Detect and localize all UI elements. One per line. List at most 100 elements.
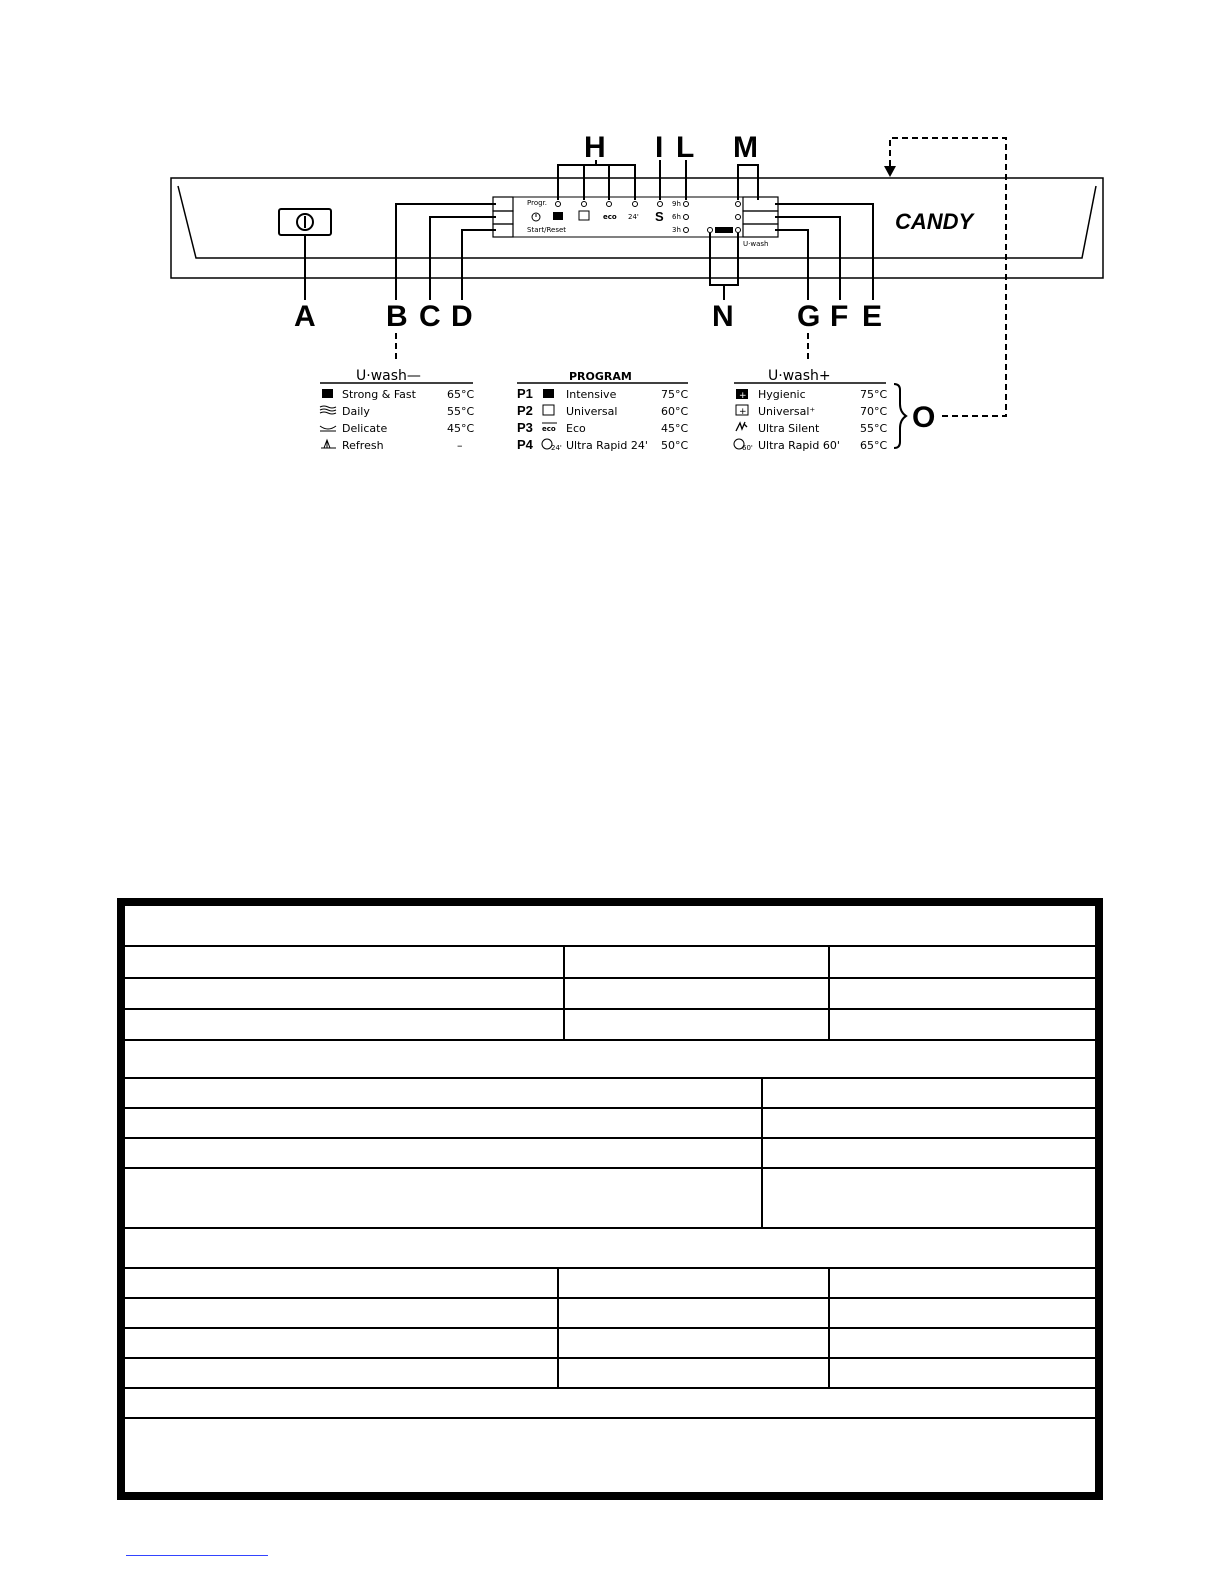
uwash-plus-row-name: Hygienic: [758, 388, 806, 401]
callout-e: E: [862, 300, 882, 333]
daily-wave-icon: [319, 405, 337, 415]
table-cell: [761, 1109, 763, 1137]
table-cell: [557, 1269, 559, 1297]
curly-brace: [893, 383, 908, 449]
uwash-plus-title: U·wash+: [768, 368, 831, 384]
callout-c: C: [419, 300, 441, 333]
uwash-minus-row-name: Daily: [342, 405, 370, 418]
power-icon: [296, 213, 314, 231]
uwash-plus-row-temp: 55°C: [860, 422, 887, 435]
uwash-plus-row-name: Ultra Silent: [758, 422, 820, 435]
footer-link[interactable]: [126, 1555, 268, 1556]
callout-d: D: [451, 300, 473, 333]
callout-l: L: [676, 131, 694, 164]
leader-lines: [304, 160, 874, 300]
table-cell: [563, 979, 565, 1008]
table-row: [125, 979, 1095, 1010]
table-cell: [761, 1139, 763, 1167]
table-cell: [828, 1359, 830, 1387]
table-cell: [557, 1329, 559, 1357]
uwash-minus-row-temp: 65°C: [447, 388, 474, 401]
program-code: P4: [517, 437, 534, 452]
eco-icon: eco: [542, 422, 557, 433]
callout-n: N: [712, 300, 734, 333]
uwash-minus-row-name: Strong & Fast: [342, 388, 417, 401]
program-row-temp: 60°C: [661, 405, 688, 418]
delay-9h: 9h: [672, 200, 681, 208]
program-table: PROGRAM P1 Intensive 75°C P2 Universal 6…: [517, 370, 688, 452]
pan-icon: [578, 210, 590, 221]
control-panel-diagram: Progr. Start/Reset eco 24' S 9h 6h 3h U·…: [170, 131, 1104, 452]
program-row-name: Universal: [566, 405, 617, 418]
uwash-option-button[interactable]: [742, 210, 779, 225]
uwash-panel-label: U·wash: [743, 240, 768, 248]
uwash-minus-button[interactable]: [742, 196, 779, 212]
delay-leds: [683, 201, 689, 233]
table-row: [125, 1359, 1095, 1389]
table-row: [125, 906, 1095, 947]
pot-icon: [543, 389, 554, 398]
uwash-minus-row-name: Delicate: [342, 422, 387, 435]
table-cell: [828, 1329, 830, 1357]
callout-b: B: [386, 300, 408, 333]
delicate-icon: [319, 425, 337, 432]
callout-m: M: [733, 131, 758, 164]
uwash-minus-row-temp: –: [457, 439, 463, 452]
callout-f: F: [830, 300, 848, 333]
program-row-temp: 45°C: [661, 422, 688, 435]
svg-text:60': 60': [742, 444, 753, 452]
svg-text:eco: eco: [542, 425, 556, 433]
table-row: [125, 1419, 1095, 1492]
callout-g: G: [797, 300, 820, 333]
uwash-plus-row-temp: 75°C: [860, 388, 887, 401]
hygienic-icon: +: [736, 389, 748, 401]
svg-text:+: +: [739, 407, 747, 417]
table-cell: [828, 1269, 830, 1297]
program-indicator-leds: [555, 201, 638, 207]
table-row: [125, 1010, 1095, 1041]
refresh-icon: [321, 438, 336, 449]
rapid-24-icon: 24': [541, 438, 562, 452]
uwash-plus-row-name: Ultra Rapid 60': [758, 439, 840, 452]
program-code: P1: [517, 386, 533, 401]
power-button[interactable]: [278, 208, 332, 236]
program-row-name: Eco: [566, 422, 586, 435]
dashed-leaders: [395, 137, 1007, 417]
universal-plus-icon: +: [735, 404, 749, 417]
table-cell: [828, 1010, 830, 1039]
program-row-temp: 75°C: [661, 388, 688, 401]
svg-text:+: +: [739, 391, 747, 401]
table-row: [125, 1229, 1095, 1269]
start-reset-label: Start/Reset: [527, 226, 566, 234]
table-row: [125, 1299, 1095, 1329]
delay-6h: 6h: [672, 213, 681, 221]
table-cell: [828, 1299, 830, 1327]
program-title: PROGRAM: [569, 370, 632, 383]
rapid-60-icon: 60': [733, 438, 753, 452]
table-row: [125, 1329, 1095, 1359]
callout-a: A: [294, 300, 316, 333]
table-row: [125, 1079, 1095, 1109]
timer-icon: [531, 212, 541, 222]
ultra-silent-icon: [735, 421, 748, 432]
salt-icon: S: [655, 209, 664, 224]
callout-i: I: [655, 131, 663, 164]
uwash-plus-table: U·wash+ + Hygienic 75°C + Universal⁺ 70°…: [733, 368, 887, 452]
table-cell: [761, 1079, 763, 1107]
program-code: P2: [517, 403, 533, 418]
table-row: [125, 1169, 1095, 1229]
control-panel: [170, 177, 1104, 279]
uwash-plus-row-name: Universal⁺: [758, 405, 815, 418]
table-row: [125, 1041, 1095, 1079]
table-row: [125, 1269, 1095, 1299]
table-cell: [557, 1299, 559, 1327]
table-cell: [761, 1169, 763, 1227]
pot-icon: [553, 212, 563, 220]
arrow-down-icon: [884, 166, 896, 177]
program-row-name: Intensive: [566, 388, 617, 401]
table-cell: [828, 947, 830, 977]
table-cell: [563, 1010, 565, 1039]
program-code: P3: [517, 420, 533, 435]
program-row-temp: 50°C: [661, 439, 688, 452]
uwash-plus-button[interactable]: [742, 223, 779, 238]
